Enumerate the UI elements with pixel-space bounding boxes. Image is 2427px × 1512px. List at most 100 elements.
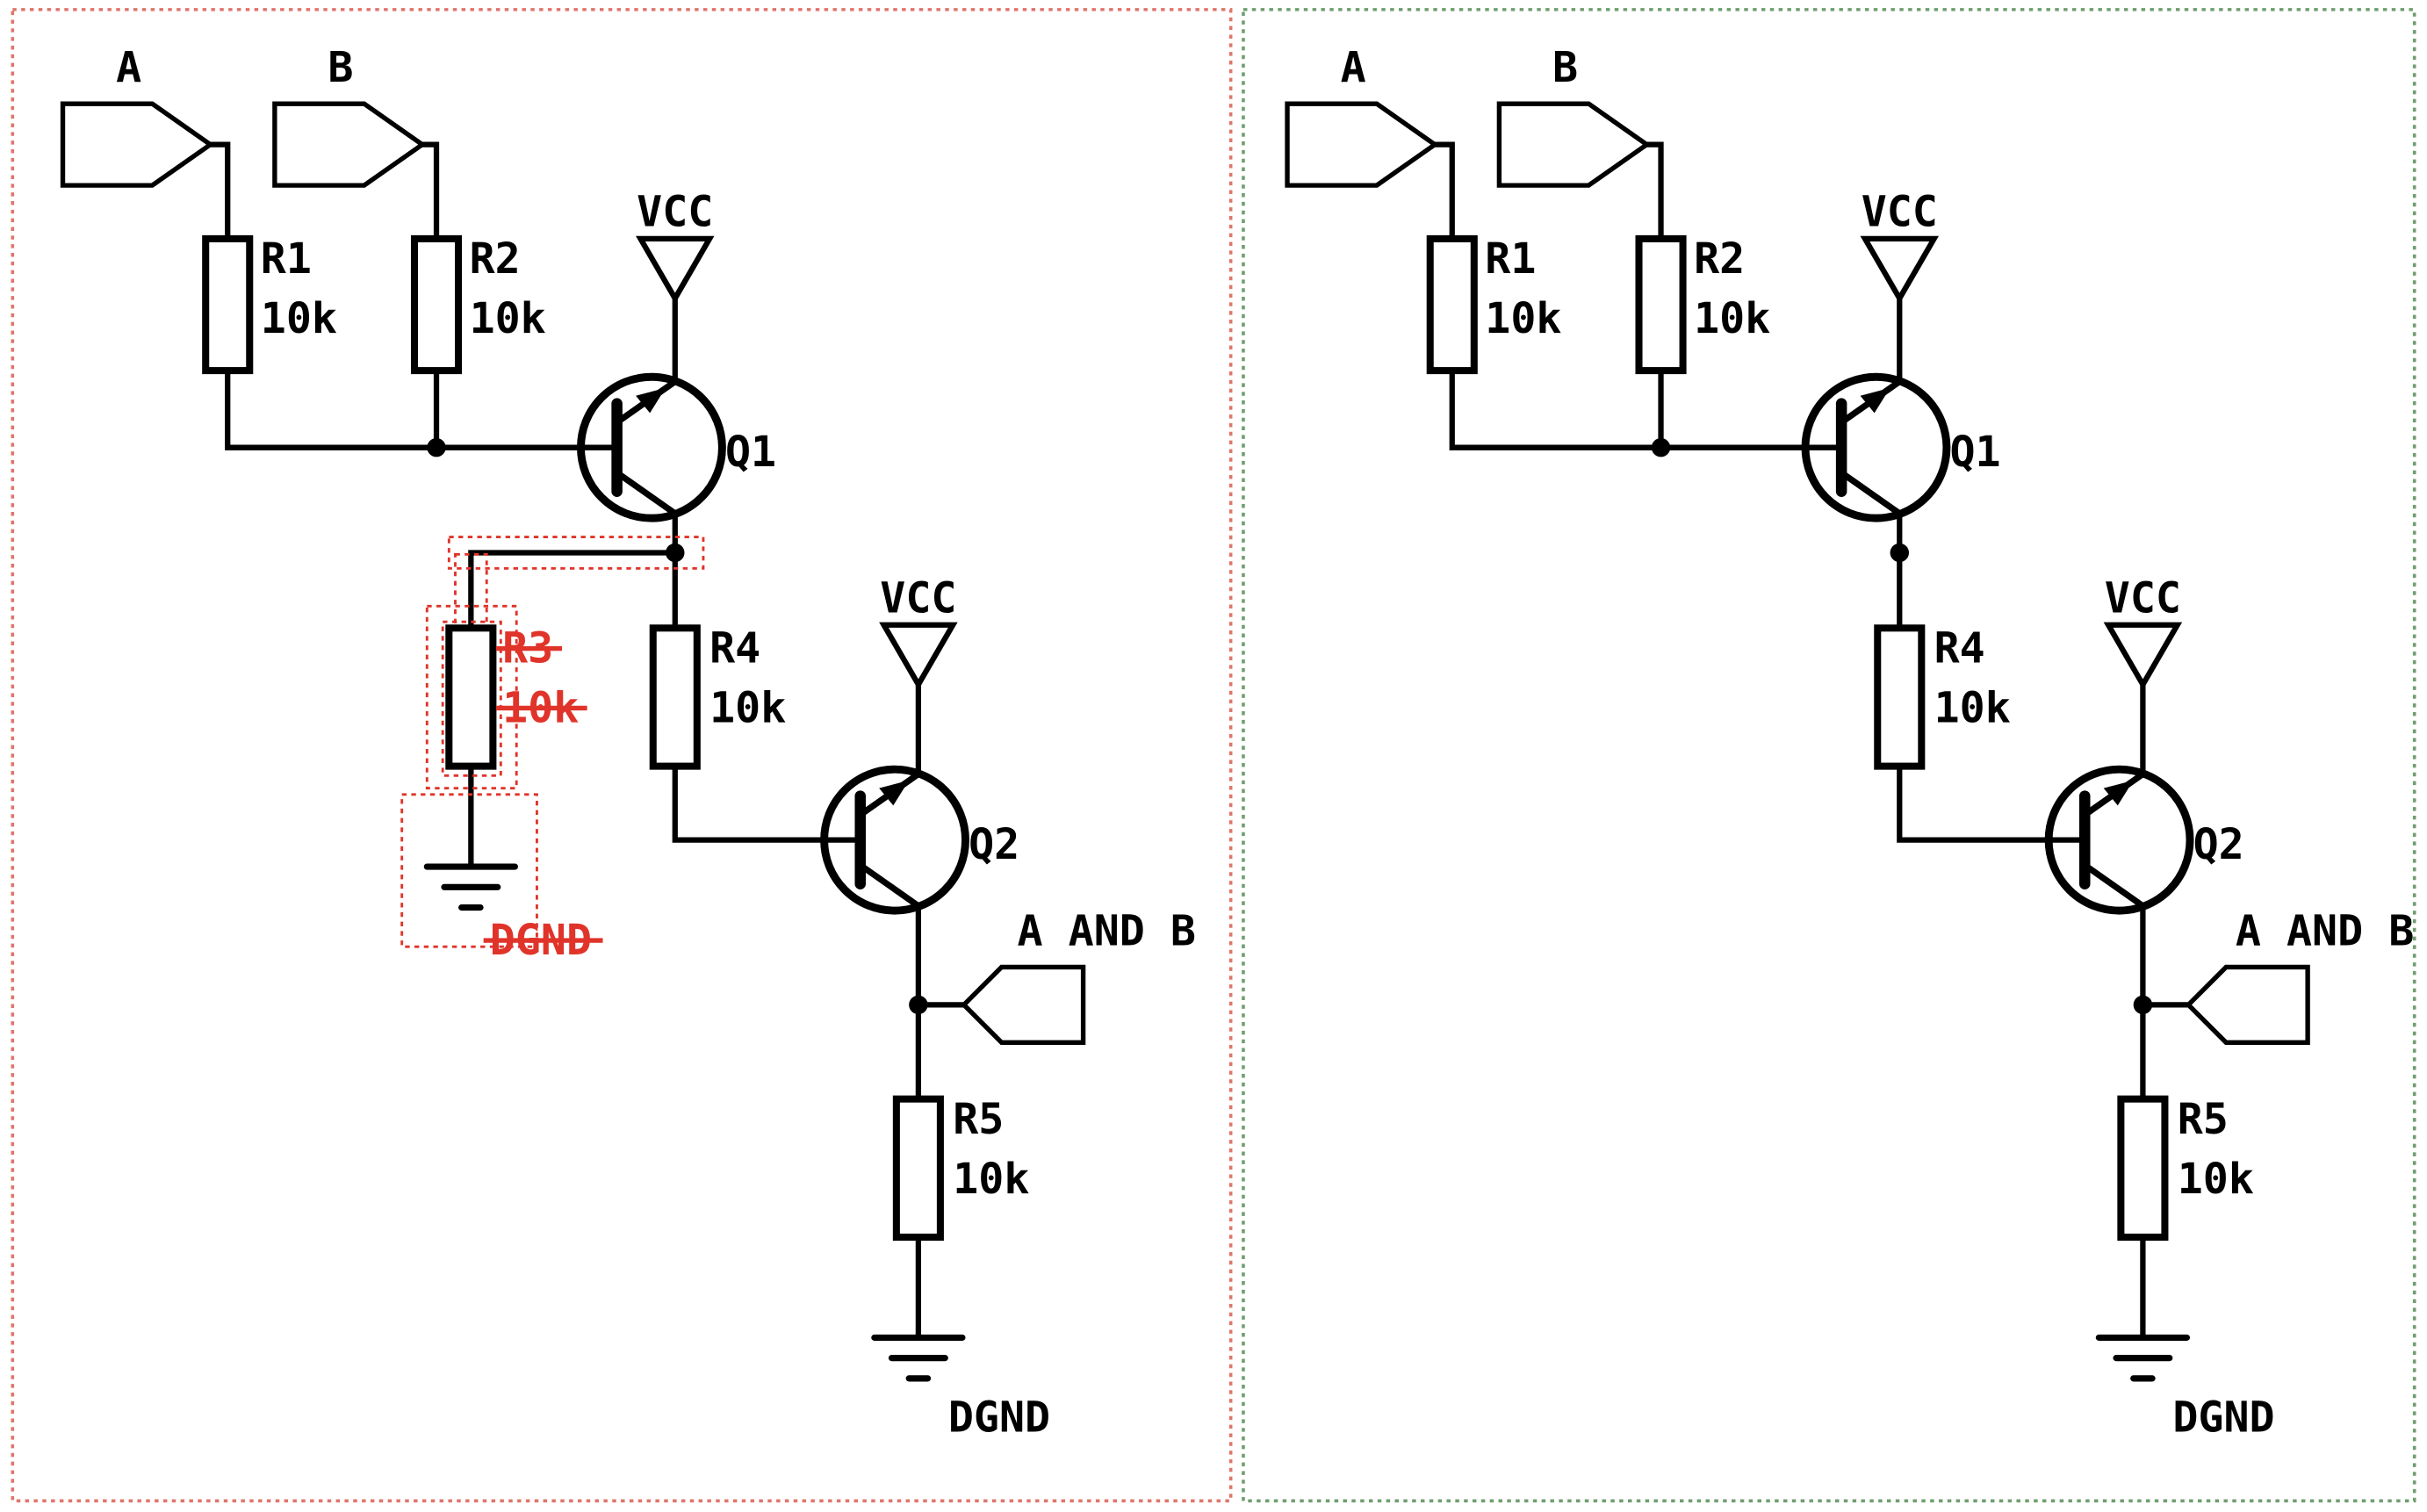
deleted-r3-highlight-inner <box>441 620 502 777</box>
r4-ref-label: R4 <box>1934 624 1985 673</box>
vcc-symbol-q1: VCC <box>1860 188 1940 305</box>
q1-body <box>1801 372 1951 522</box>
r4-ref-label: R4 <box>709 624 760 673</box>
deleted-r3-highlight-outer <box>425 604 518 790</box>
junction-dot <box>2133 995 2153 1015</box>
vcc-label: VCC <box>2105 573 2181 623</box>
vcc-triangle <box>879 622 958 690</box>
port-b-label: B <box>1552 43 1578 92</box>
input-port-b: B <box>272 43 427 188</box>
r5-value-label: 10k <box>953 1155 1029 1204</box>
q2-ref-label: Q2 <box>2193 820 2244 869</box>
junction-dot <box>1651 437 1671 457</box>
r2-value-label: 10k <box>470 294 546 343</box>
resistor-r4: R4 10k <box>1874 624 2011 770</box>
r2-body <box>410 234 463 375</box>
q1-ref-label: Q1 <box>725 428 776 477</box>
panel-after: A B R1 10k R2 10k VCC Q1 <box>1242 8 2416 1503</box>
r3-body <box>445 624 497 770</box>
vcc-label: VCC <box>1862 188 1938 237</box>
transistor-q2: Q2 <box>2044 765 2244 915</box>
ground-lines <box>2095 1334 2191 1382</box>
wires <box>207 141 967 1341</box>
port-b-label: B <box>328 43 353 92</box>
r4-value-label: 10k <box>709 684 786 733</box>
q2-ref-label: Q2 <box>969 820 1019 869</box>
vcc-label: VCC <box>637 188 713 237</box>
r5-body <box>892 1095 944 1241</box>
port-a-label: A <box>1341 43 1366 92</box>
port-b-flag <box>1496 101 1652 188</box>
output-port: A AND B <box>2185 906 2414 1045</box>
output-port-label: A AND B <box>2236 906 2414 955</box>
input-port-b: B <box>1496 43 1652 188</box>
output-port-flag <box>2185 964 2310 1045</box>
r2-body <box>1635 234 1687 375</box>
r3-strikethrough <box>495 645 587 711</box>
junction-dot <box>1890 543 1910 563</box>
ground-symbol: DGND <box>2095 1334 2275 1443</box>
resistor-r2: R2 10k <box>1635 234 1770 375</box>
resistor-r5: R5 10k <box>892 1095 1029 1241</box>
port-a-label: A <box>116 43 141 92</box>
q1-arrow <box>1860 387 1890 414</box>
panel-before-border <box>11 8 1233 1503</box>
resistor-r2: R2 10k <box>410 234 546 375</box>
output-port-label: A AND B <box>1018 906 1196 955</box>
output-port: A AND B <box>960 906 1196 1045</box>
q1-ref-label: Q1 <box>1949 428 2000 477</box>
junction-dot <box>909 995 928 1015</box>
port-b-flag <box>272 101 427 188</box>
r1-value-label: 10k <box>1485 294 1561 343</box>
q2-body <box>820 765 969 915</box>
r1-ref-label: R1 <box>261 234 312 284</box>
r1-ref-label: R1 <box>1485 234 1536 284</box>
output-port-flag <box>960 964 1086 1045</box>
resistor-r5: R5 10k <box>2117 1095 2254 1241</box>
deleted-ground-symbol <box>423 863 518 911</box>
r5-ref-label: R5 <box>953 1095 1004 1144</box>
resistor-r1: R1 10k <box>1426 234 1561 375</box>
q2-arrow <box>2103 780 2134 806</box>
q1-body <box>577 372 726 522</box>
q2-arrow <box>879 780 910 806</box>
transistor-q1: Q1 <box>577 372 776 522</box>
q1-arrow <box>636 387 666 414</box>
vcc-triangle <box>636 235 715 305</box>
ground-lines <box>871 1334 966 1382</box>
vcc-symbol-q2: VCC <box>879 573 958 690</box>
dgnd-label: DGND <box>2172 1393 2274 1443</box>
r5-value-label: 10k <box>2178 1155 2254 1204</box>
vcc-triangle <box>1860 235 1940 305</box>
ground-symbol: DGND <box>871 1334 1050 1443</box>
vcc-label: VCC <box>880 573 956 623</box>
junction-dot <box>427 437 446 457</box>
resistor-r1: R1 10k <box>202 234 337 375</box>
deleted-branch-wire <box>468 550 678 870</box>
r5-body <box>2117 1095 2169 1241</box>
r2-value-label: 10k <box>1694 294 1770 343</box>
r2-ref-label: R2 <box>470 234 521 284</box>
r2-ref-label: R2 <box>1694 234 1745 284</box>
port-a-flag <box>60 101 215 188</box>
r1-body <box>1426 234 1478 375</box>
junction-dot <box>666 543 685 563</box>
deleted-wire-highlight-h <box>447 536 705 570</box>
panel-after-border <box>1242 8 2416 1503</box>
deleted-r3-branch: R3 10k DGND <box>400 536 705 965</box>
resistor-r4: R4 10k <box>649 624 786 770</box>
q2-body <box>2044 765 2194 915</box>
transistor-q1: Q1 <box>1801 372 2001 522</box>
panel-before: A B R1 10k R2 10k VCC Q1 <box>11 8 1233 1503</box>
input-port-a: A <box>60 43 215 188</box>
port-a-flag <box>1285 101 1439 188</box>
deleted-wire-highlight-v <box>454 552 488 630</box>
transistor-q2: Q2 <box>820 765 1019 915</box>
r4-body <box>1874 624 1926 770</box>
vcc-symbol-q2: VCC <box>2103 573 2183 690</box>
r4-value-label: 10k <box>1934 684 2011 733</box>
input-port-a: A <box>1285 43 1439 188</box>
vcc-symbol-q1: VCC <box>636 188 715 305</box>
